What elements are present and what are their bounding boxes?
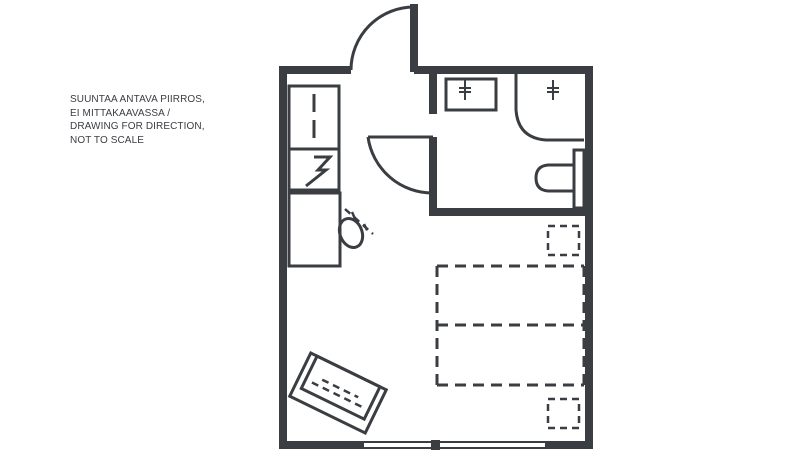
toilet-icon [534,148,586,210]
armchair [287,351,389,435]
plan-note-line: SUUNTAA ANTAVA PIIRROS, [70,94,205,105]
desk-icon [287,191,342,268]
outer-walls [279,66,593,449]
plan-note-line: NOT TO SCALE [70,134,145,146]
bathroom-walls [429,66,593,216]
nightstand-bottom [546,397,581,430]
shower-icon [514,74,584,142]
window [364,440,545,450]
plan-note-line: DRAWING FOR DIRECTION, [70,121,205,132]
plan-note-line: EI MITTAKAAVASSA / [70,107,171,119]
bed-icon [435,264,586,387]
sink-icon [444,77,498,112]
entrance-door-icon [349,4,418,72]
wardrobe [287,84,341,192]
bathroom-door-icon [366,135,434,195]
nightstand-top [546,224,581,257]
chair-icon [337,208,374,250]
plan-note: SUUNTAA ANTAVA PIIRROS, EI MITTAKAAVASSA… [70,93,205,147]
